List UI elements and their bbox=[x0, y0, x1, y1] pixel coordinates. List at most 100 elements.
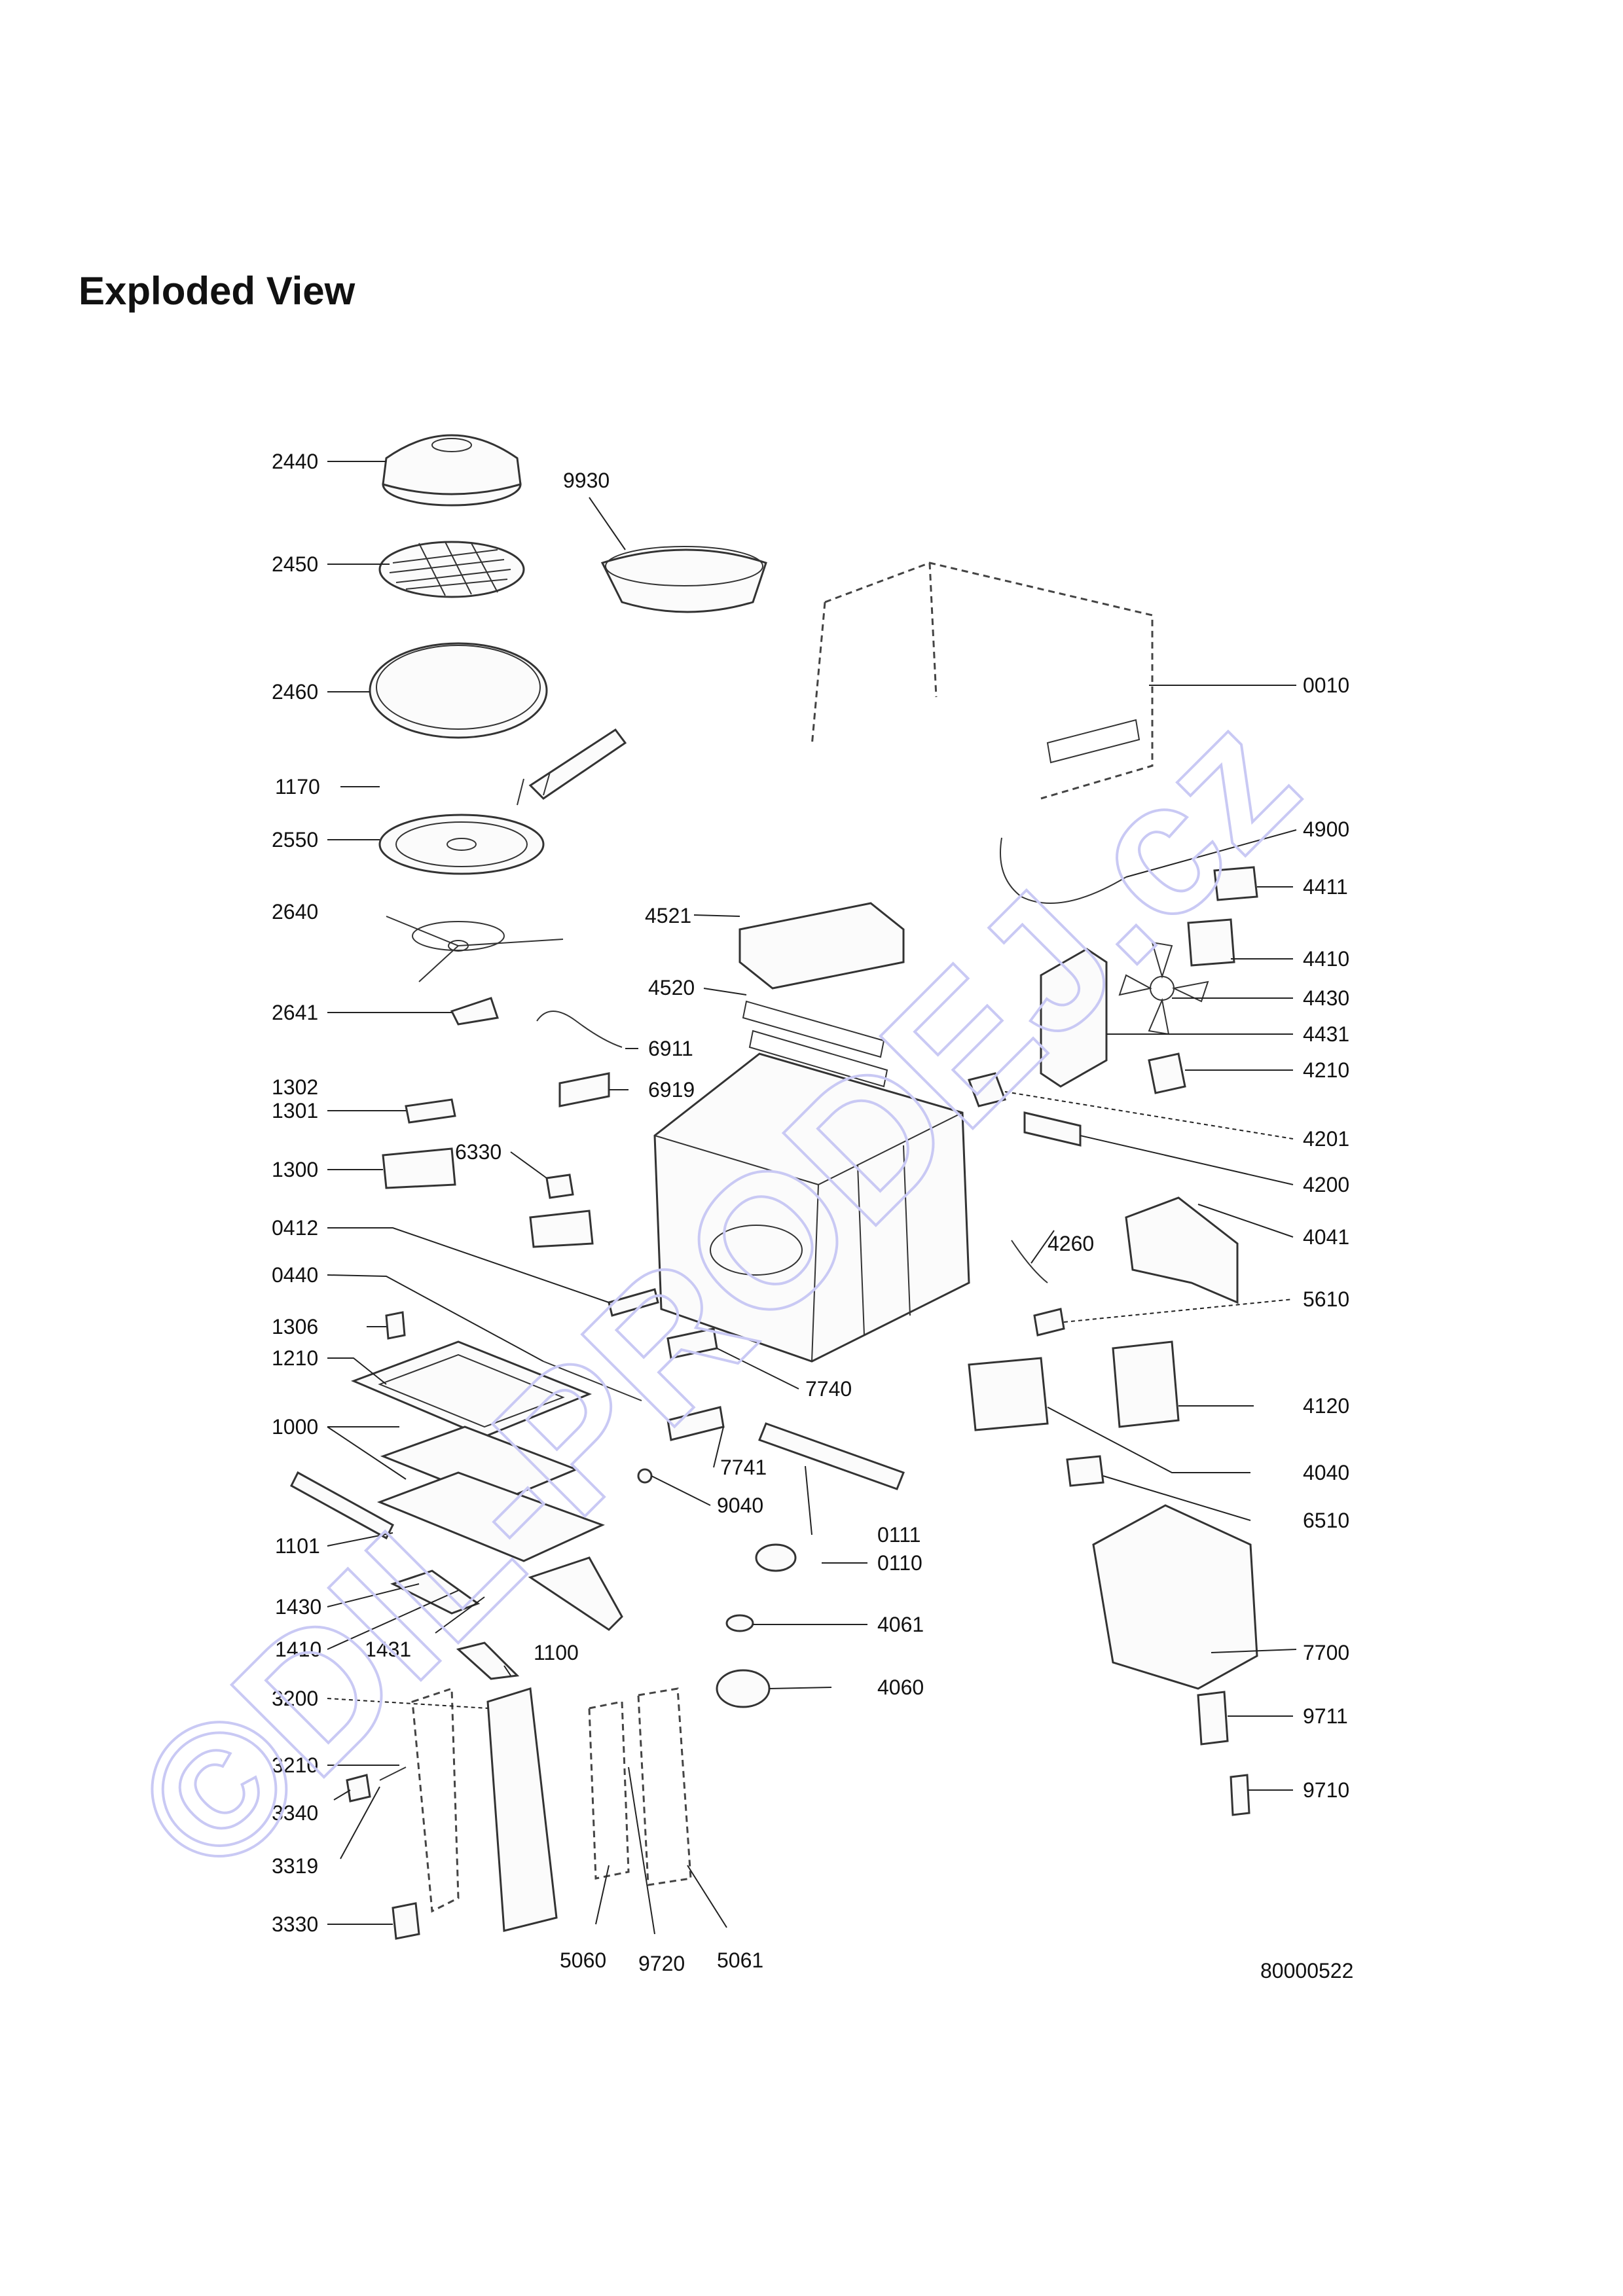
callout-4430: 4430 bbox=[1303, 986, 1349, 1010]
callout-4060: 4060 bbox=[877, 1676, 924, 1699]
part-4520-heater bbox=[742, 1000, 888, 1088]
callout-1100: 1100 bbox=[534, 1641, 579, 1664]
part-1306 bbox=[385, 1311, 406, 1340]
callout-4200: 4200 bbox=[1303, 1173, 1349, 1196]
callout-3330: 3330 bbox=[272, 1912, 318, 1936]
callout-7741: 7741 bbox=[720, 1456, 767, 1479]
callout-1170: 1170 bbox=[275, 775, 320, 798]
callout-6911: 6911 bbox=[648, 1037, 693, 1060]
callout-9930: 9930 bbox=[563, 469, 610, 492]
part-4201 bbox=[968, 1072, 1006, 1107]
callout-1210: 1210 bbox=[272, 1346, 318, 1370]
callout-labels: 2440 9930 2450 2460 0010 1170 2550 4900 … bbox=[272, 450, 1353, 1982]
part-9040-screw bbox=[637, 1468, 653, 1484]
callout-6510: 6510 bbox=[1303, 1509, 1349, 1532]
part-2460-ring bbox=[369, 642, 548, 739]
drawing-number: 80000522 bbox=[1260, 1959, 1353, 1982]
callout-1000: 1000 bbox=[272, 1415, 318, 1439]
part-4521-cover bbox=[739, 902, 905, 990]
part-control-panel bbox=[346, 1687, 558, 1940]
part-2641-coupler bbox=[450, 997, 499, 1026]
callout-1302: 1302 bbox=[272, 1075, 318, 1099]
callout-0010: 0010 bbox=[1303, 673, 1349, 697]
part-7700-base bbox=[1092, 1504, 1258, 1690]
callout-1101: 1101 bbox=[275, 1534, 320, 1558]
part-4431-housing bbox=[1040, 948, 1108, 1088]
part-cavity bbox=[653, 1052, 970, 1363]
callout-0440: 0440 bbox=[272, 1263, 318, 1287]
part-9711 bbox=[1197, 1691, 1229, 1746]
page-title: Exploded View bbox=[79, 269, 356, 313]
part-0010-casing bbox=[811, 562, 1154, 800]
part-0111 bbox=[758, 1422, 905, 1490]
callout-3210: 3210 bbox=[272, 1753, 318, 1777]
callout-4061: 4061 bbox=[877, 1613, 924, 1636]
callout-6919: 6919 bbox=[648, 1078, 695, 1102]
callout-4260: 4260 bbox=[1048, 1232, 1094, 1255]
callout-7740: 7740 bbox=[805, 1377, 852, 1401]
part-4411 bbox=[1213, 866, 1258, 901]
part-6330 bbox=[545, 1174, 574, 1199]
callout-2450: 2450 bbox=[272, 552, 318, 576]
part-0440-rod bbox=[543, 1361, 642, 1401]
callout-7700: 7700 bbox=[1303, 1641, 1349, 1664]
callout-2640: 2640 bbox=[272, 900, 318, 924]
part-9710-fuse bbox=[1230, 1774, 1250, 1816]
callout-2440: 2440 bbox=[272, 450, 318, 473]
callout-4040: 4040 bbox=[1303, 1461, 1349, 1484]
callout-1300: 1300 bbox=[272, 1158, 318, 1181]
callout-4410: 4410 bbox=[1303, 947, 1349, 971]
callout-4120: 4120 bbox=[1303, 1394, 1349, 1418]
part-4060-motor bbox=[716, 1669, 771, 1708]
part-door-assembly bbox=[290, 1340, 623, 1680]
part-6919-plate bbox=[558, 1072, 610, 1107]
part-4260-diode bbox=[1011, 1240, 1048, 1283]
callout-4210: 4210 bbox=[1303, 1058, 1349, 1082]
part-0110 bbox=[755, 1543, 797, 1572]
part-4200-hv-capacitor bbox=[1023, 1111, 1082, 1147]
part-electronics bbox=[588, 1687, 692, 1886]
part-1301-switch bbox=[405, 1098, 456, 1124]
leader-lines bbox=[327, 461, 1297, 1935]
callout-1431: 1431 bbox=[365, 1638, 411, 1661]
callout-5610: 5610 bbox=[1303, 1287, 1349, 1311]
callout-4521: 4521 bbox=[645, 904, 691, 927]
callout-2550: 2550 bbox=[272, 828, 318, 852]
part-2550-glass-tray bbox=[378, 814, 545, 875]
callout-1301: 1301 bbox=[272, 1099, 318, 1122]
part-2440-cover bbox=[382, 434, 522, 507]
callout-0111: 0111 bbox=[877, 1523, 921, 1547]
part-4120-transformer bbox=[1112, 1340, 1180, 1428]
part-7741 bbox=[666, 1406, 725, 1441]
callout-4900: 4900 bbox=[1303, 817, 1349, 841]
part-6911-cable bbox=[536, 1011, 623, 1048]
callout-9710: 9710 bbox=[1303, 1778, 1349, 1802]
callout-1430: 1430 bbox=[275, 1595, 321, 1619]
callout-4201: 4201 bbox=[1303, 1127, 1349, 1151]
callout-9711: 9711 bbox=[1303, 1704, 1348, 1728]
part-0412 bbox=[608, 1288, 659, 1317]
callout-3319: 3319 bbox=[272, 1854, 318, 1878]
part-1300-switch-holder bbox=[382, 1147, 456, 1189]
part-6330-bracket bbox=[529, 1210, 594, 1248]
part-7740 bbox=[666, 1327, 718, 1359]
part-1170-handle bbox=[517, 728, 627, 806]
callout-3340: 3340 bbox=[272, 1801, 318, 1825]
part-4040-transformer bbox=[968, 1357, 1049, 1431]
callout-4411: 4411 bbox=[1303, 875, 1348, 899]
part-9930-crisp-plate bbox=[600, 546, 767, 613]
part-6510 bbox=[1066, 1455, 1104, 1487]
callout-9720: 9720 bbox=[638, 1952, 685, 1975]
callout-2641: 2641 bbox=[272, 1001, 318, 1024]
part-4041-air-guide bbox=[1125, 1196, 1239, 1304]
callout-1410: 1410 bbox=[275, 1638, 321, 1661]
callout-2460: 2460 bbox=[272, 680, 318, 704]
part-4410-motor bbox=[1187, 918, 1235, 967]
callout-5061: 5061 bbox=[717, 1948, 763, 1972]
part-4210-capacitor bbox=[1148, 1052, 1186, 1094]
part-4900-cable bbox=[1000, 837, 1127, 904]
callout-5060: 5060 bbox=[560, 1948, 606, 1972]
callout-0110: 0110 bbox=[877, 1551, 922, 1575]
